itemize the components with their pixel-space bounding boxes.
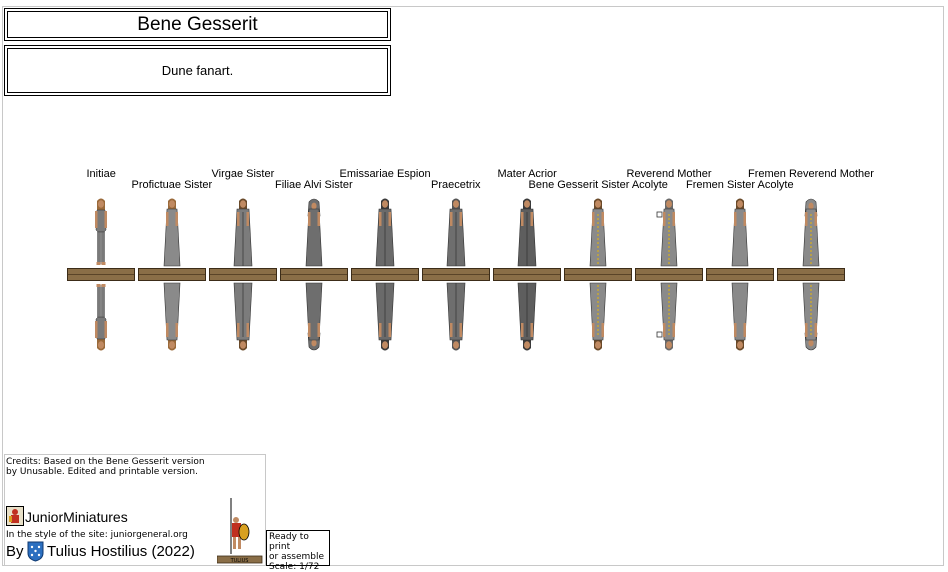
figure-mirror — [305, 282, 323, 351]
page-frame — [2, 6, 944, 566]
figure — [446, 198, 466, 267]
figure-mirror — [233, 282, 253, 351]
figure — [731, 198, 749, 267]
figure-label: Reverend Mother — [626, 168, 712, 180]
credits-line-2: by Unusable. Edited and printable versio… — [6, 467, 199, 477]
figure-mirror — [375, 282, 395, 351]
figure-label: Profictuae Sister — [131, 179, 213, 191]
figure-mirror — [163, 282, 181, 351]
title-box: Bene Gesserit — [4, 8, 391, 41]
junior-miniatures-logo-icon — [6, 506, 24, 526]
figure — [375, 198, 395, 267]
figure-base — [209, 268, 277, 281]
figure-base — [67, 268, 135, 281]
figure — [305, 198, 323, 267]
ready-line-1: Ready to print — [269, 532, 309, 552]
figure-base — [564, 268, 632, 281]
figure-mirror — [802, 282, 820, 351]
credits-line-1: Credits: Based on the Bene Gesserit vers… — [6, 457, 205, 467]
figure — [95, 198, 107, 265]
figure — [163, 198, 181, 267]
figure — [656, 198, 678, 267]
figure-label: Fremen Sister Acolyte — [686, 179, 794, 191]
figure-mirror — [95, 284, 107, 351]
style-note: In the style of the site: juniorgeneral.… — [6, 530, 188, 540]
shield-icon — [27, 541, 44, 562]
figure — [589, 198, 607, 267]
figure — [802, 198, 820, 267]
figure-label: Fremen Reverend Mother — [748, 168, 874, 180]
figure-base — [351, 268, 419, 281]
page-title: Bene Gesserit — [7, 11, 388, 38]
ready-line-3: Scale: 1/72 — [269, 562, 320, 572]
figure-base — [777, 268, 845, 281]
figure-base — [493, 268, 561, 281]
figure-mirror — [731, 282, 749, 351]
figure-label: Bene Gesserit Sister Acolyte — [528, 179, 668, 191]
figure-label: Initiae — [86, 168, 116, 180]
figure-label: Emissariae Espion — [339, 168, 431, 180]
figure-label: Mater Acrior — [497, 168, 557, 180]
figure-base — [706, 268, 774, 281]
soldier-emblem-icon: TULIUS — [217, 498, 263, 564]
figure-mirror — [517, 282, 537, 351]
figure-mirror — [589, 282, 607, 351]
ready-to-print-box: Ready to print or assemble Scale: 1/72 — [266, 530, 330, 572]
ready-line-2: or assemble — [269, 552, 325, 562]
figure — [233, 198, 253, 267]
figure-mirror — [656, 282, 678, 351]
figure-base — [635, 268, 703, 281]
figure-mirror — [446, 282, 466, 351]
figure-base — [280, 268, 348, 281]
figure — [517, 198, 537, 267]
description-box: Dune fanart. — [4, 45, 391, 96]
credits-box — [4, 454, 266, 566]
figure-base — [422, 268, 490, 281]
page-description: Dune fanart. — [7, 48, 388, 93]
figure-label: Filiae Alvi Sister — [275, 179, 353, 191]
figure-label: Virgae Sister — [211, 168, 275, 180]
figure-label: Praecetrix — [431, 179, 481, 191]
emblem-label: TULIUS — [230, 558, 249, 564]
author-name: Tulius Hostilius (2022) — [47, 543, 195, 560]
by-label: By — [6, 543, 24, 560]
site-name: JuniorMiniatures — [25, 509, 128, 525]
figure-base — [138, 268, 206, 281]
